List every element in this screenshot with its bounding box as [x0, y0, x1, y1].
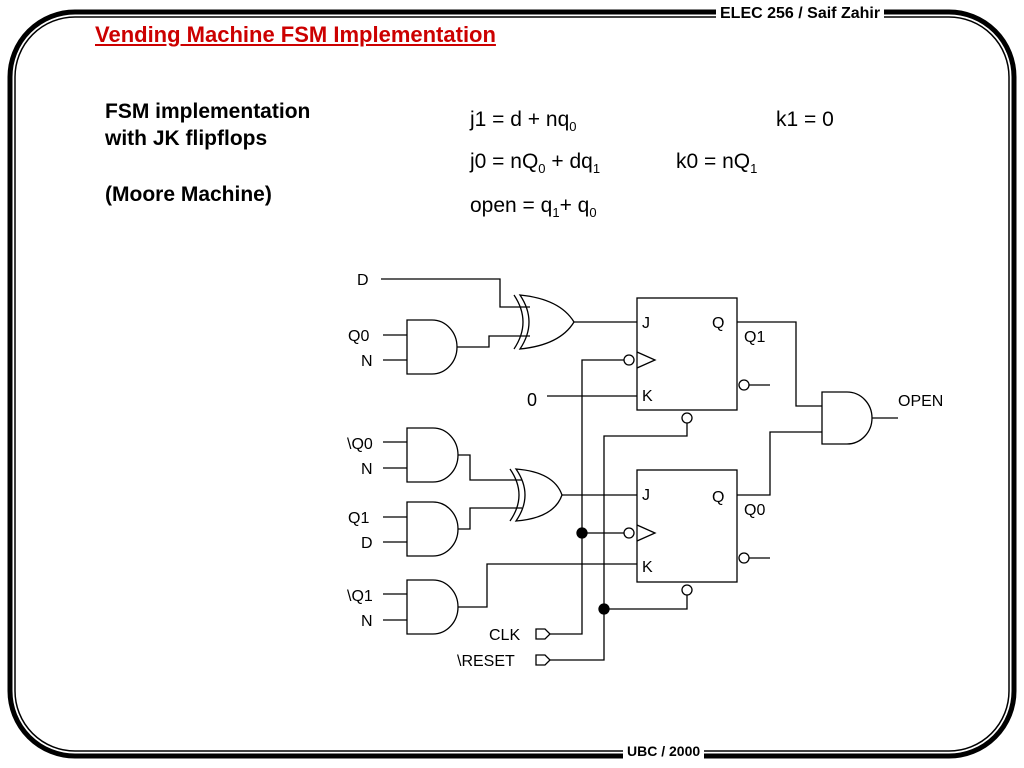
wire-and3-to-or2 [458, 507, 522, 530]
label-q1: Q1 [348, 510, 369, 527]
ff0-qbar-bubble [738, 552, 750, 564]
ff0-clock-bubble [623, 527, 635, 539]
ff1-k-label: K [642, 388, 653, 405]
and-gate-nq0-n [406, 427, 459, 483]
ff0-j-label: J [642, 487, 650, 504]
label-d-top: D [357, 272, 369, 289]
equation-j0-b-sub: 1 [592, 161, 601, 177]
wire-q1-to-open [737, 321, 822, 407]
label-reset: \RESET [457, 653, 515, 670]
wire-clk-net [550, 359, 624, 635]
wire-and2-to-or2 [458, 454, 522, 481]
and-gate-nq1-n [406, 579, 459, 635]
ff0-reset-bubble [681, 584, 693, 596]
equation-j1-sub: 0 [569, 119, 577, 135]
subtitle-line3: (Moore Machine) [105, 183, 272, 206]
ff1-output-label: Q1 [744, 329, 765, 346]
ff0-clock-triangle [636, 524, 657, 542]
label-nq0: \Q0 [347, 436, 373, 453]
clk-connector [535, 628, 551, 640]
subtitle-line2: with JK flipflops [105, 127, 268, 150]
equation-j0-a: j0 = nQ [470, 150, 539, 173]
page-title: Vending Machine FSM Implementation [95, 22, 496, 47]
ff1-q-label: Q [712, 315, 724, 332]
subtitle-line1: FSM implementation [105, 100, 311, 123]
or-gate-j1-back [513, 294, 524, 350]
wire-and4-to-k0 [458, 563, 637, 608]
label-q0: Q0 [348, 328, 369, 345]
or-gate-j0-back [509, 468, 520, 522]
equation-open-a-sub: 1 [552, 205, 560, 221]
equation-j1: j1 = d + nq0 [470, 108, 576, 134]
and-gate-q0-n [406, 319, 458, 375]
equation-j0: j0 = nQ0 + dq1 [470, 150, 600, 176]
equation-k1: k1 = 0 [776, 108, 834, 131]
label-n2: N [361, 461, 373, 478]
and-gate-open [821, 391, 873, 445]
wire-q0-to-open [737, 431, 822, 496]
ff1-reset-bubble [681, 412, 693, 424]
ff1-clock-bubble [623, 354, 635, 366]
wire-reset-net [550, 423, 688, 661]
label-nq1: \Q1 [347, 588, 373, 605]
clk-junction-dot [576, 527, 588, 539]
label-n1: N [361, 353, 373, 370]
reset-junction-dot [598, 603, 610, 615]
flipflop-q0 [636, 469, 738, 583]
equation-j0-a-sub: 0 [538, 161, 546, 177]
course-label: ELEC 256 / Saif Zahir [716, 5, 885, 23]
wire-reset-to-ff0 [604, 595, 688, 610]
label-zero: 0 [527, 390, 537, 410]
or-gate-j0 [514, 468, 563, 522]
equation-open-b: + q [559, 194, 590, 217]
flipflop-q1 [636, 297, 738, 411]
equation-j1-lhs: j1 = d + nq [470, 108, 570, 131]
ff1-j-label: J [642, 315, 650, 332]
label-d2: D [361, 535, 373, 552]
equation-k0-a: k0 = nQ [676, 150, 751, 173]
label-open: OPEN [898, 393, 943, 410]
ff0-q-label: Q [712, 489, 724, 506]
label-n3: N [361, 613, 373, 630]
ff1-clock-triangle [636, 351, 657, 369]
equation-open: open = q1+ q0 [470, 194, 597, 220]
equation-k0-a-sub: 1 [750, 161, 758, 177]
wire-and1-to-or1 [457, 335, 530, 348]
and-gate-q1-d [406, 501, 459, 557]
wire-d-top [381, 278, 530, 308]
or-gate-j1 [518, 294, 575, 350]
equation-open-b-sub: 0 [589, 205, 597, 221]
ff1-qbar-bubble [738, 379, 750, 391]
ff0-k-label: K [642, 559, 653, 576]
equation-j0-b: + dq [545, 150, 593, 173]
equation-k0: k0 = nQ1 [676, 150, 757, 176]
footer-label: UBC / 2000 [623, 743, 705, 759]
reset-connector [535, 654, 551, 666]
equation-open-a: open = q [470, 194, 553, 217]
ff0-output-label: Q0 [744, 502, 765, 519]
label-clk: CLK [489, 627, 520, 644]
